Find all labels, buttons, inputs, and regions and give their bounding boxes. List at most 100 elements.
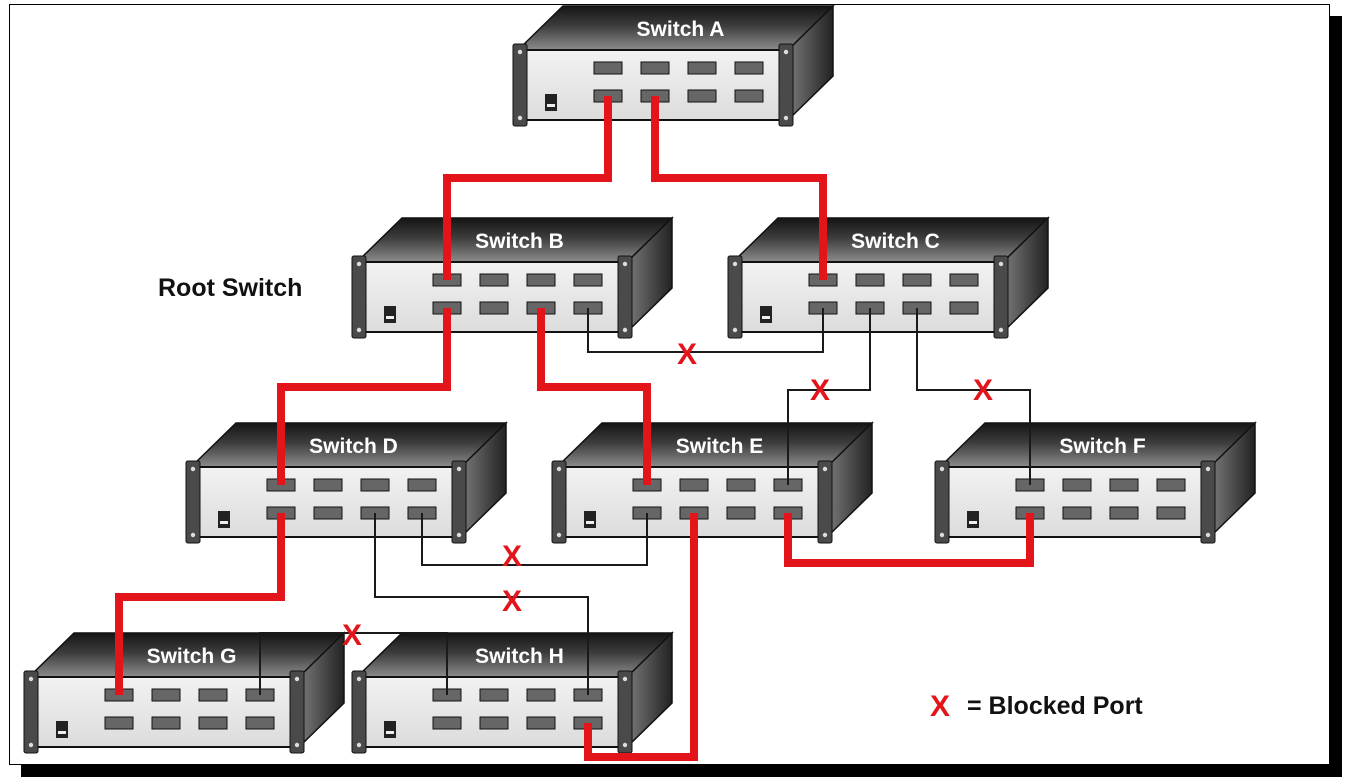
rack-ear [935,461,949,543]
rack-screw [784,116,788,120]
rack-screw [29,677,33,681]
rack-screw [557,467,561,471]
network-port [527,689,555,701]
network-port [688,90,716,102]
rack-ear [290,671,304,753]
power-switch-icon [584,511,596,528]
rack-screw [623,328,627,332]
rack-screw [191,467,195,471]
blocked-port-marker: X [502,585,522,618]
rack-screw [295,743,299,747]
rack-ear [24,671,38,753]
network-port [574,274,602,286]
rack-ear [618,671,632,753]
switch-label: Switch E [676,435,764,458]
legend-marker: X [930,690,950,723]
rack-screw [357,328,361,332]
network-port [314,479,342,491]
switch-label: Switch B [475,230,564,253]
network-port [433,717,461,729]
network-port [594,62,622,74]
switch-label: Switch H [475,645,564,668]
rack-screw [518,50,522,54]
power-switch-indicator [969,521,977,524]
rack-screw [823,533,827,537]
network-port [856,274,884,286]
rack-screw [940,533,944,537]
rack-screw [733,328,737,332]
legend: X = Blocked Port [930,690,1143,723]
rack-ear [352,256,366,338]
power-switch-indicator [762,316,770,319]
blocked-port-marker: X [502,540,522,573]
rack-ear [728,256,742,338]
rack-ear [352,671,366,753]
network-port [361,479,389,491]
rack-ear [513,44,527,126]
power-switch-icon [384,306,396,323]
power-switch-icon [56,721,68,738]
root-switch-label: Root Switch [158,274,302,302]
blocked-port-marker: X [973,374,993,407]
power-switch-icon [218,511,230,528]
power-switch-indicator [386,731,394,734]
network-port [1157,507,1185,519]
network-port [480,689,508,701]
power-switch-icon [967,511,979,528]
rack-ear [818,461,832,543]
switch-label: Switch A [637,18,725,41]
network-port [152,689,180,701]
network-port [680,479,708,491]
power-switch-indicator [220,521,228,524]
network-port [1110,507,1138,519]
network-port [527,274,555,286]
switch-face [940,467,1210,537]
network-port [1063,507,1091,519]
rack-screw [733,262,737,266]
power-switch-icon [384,721,396,738]
network-port [688,62,716,74]
switch-face [357,262,627,332]
rack-screw [1206,467,1210,471]
rack-screw [623,677,627,681]
network-port [314,507,342,519]
network-port [152,717,180,729]
switch-label: Switch F [1059,435,1146,458]
network-port [641,62,669,74]
rack-screw [518,116,522,120]
switch-label: Switch D [309,435,398,458]
network-port [199,717,227,729]
rack-screw [357,262,361,266]
rack-screw [623,262,627,266]
switch-face [191,467,461,537]
switch-face [29,677,299,747]
rack-ear [994,256,1008,338]
network-port [480,302,508,314]
rack-screw [940,467,944,471]
rack-screw [1206,533,1210,537]
rack-ear [452,461,466,543]
rack-screw [457,533,461,537]
blocked-port-marker: X [342,619,362,652]
power-switch-icon [545,94,557,111]
network-port [950,274,978,286]
network-port [105,717,133,729]
network-port [199,689,227,701]
rack-ear [552,461,566,543]
rack-screw [557,533,561,537]
rack-ear [186,461,200,543]
network-port [408,479,436,491]
network-port [727,479,755,491]
switch-layer [24,6,1255,753]
network-port [527,717,555,729]
rack-ear [779,44,793,126]
blocked-port-marker: X [810,374,830,407]
network-port [480,717,508,729]
network-port [246,717,274,729]
rack-ear [618,256,632,338]
rack-screw [823,467,827,471]
network-port [727,507,755,519]
rack-screw [999,328,1003,332]
switch-label: Switch C [851,230,940,253]
